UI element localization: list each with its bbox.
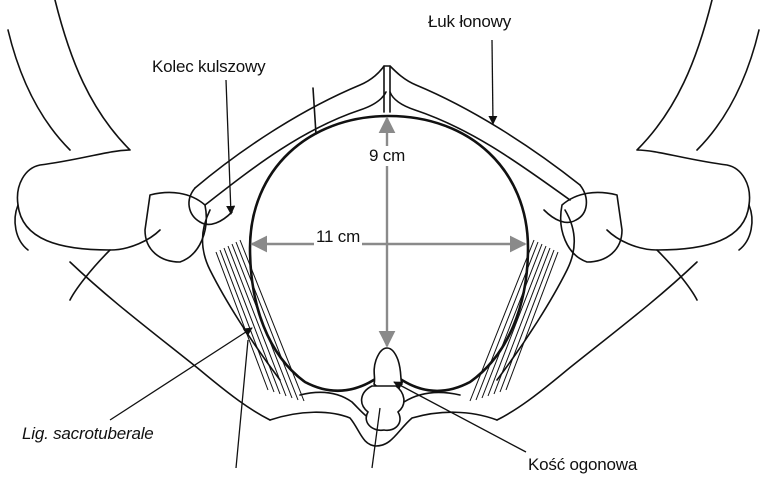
- coccyx-shape: [362, 348, 404, 430]
- pointer-ischial-spine: [226, 80, 231, 214]
- ligament-left: [216, 240, 304, 401]
- label-ligament: Lig. sacrotuberale: [22, 424, 154, 444]
- label-ischial-spine: Kolec kulszowy: [152, 57, 265, 77]
- right-femur: [607, 0, 750, 250]
- label-pubic-arch: Łuk łonowy: [428, 12, 511, 32]
- label-coccyx: Kość ogonowa: [528, 455, 637, 475]
- pointer-ligament: [110, 328, 252, 420]
- pointer-pubic-arch: [492, 40, 493, 124]
- label-conjugate: 9 cm: [367, 146, 407, 166]
- ligament-right: [470, 240, 558, 401]
- tick-left-bottom: [236, 340, 248, 468]
- left-femur: [17, 0, 160, 250]
- label-transverse: 11 cm: [314, 227, 362, 247]
